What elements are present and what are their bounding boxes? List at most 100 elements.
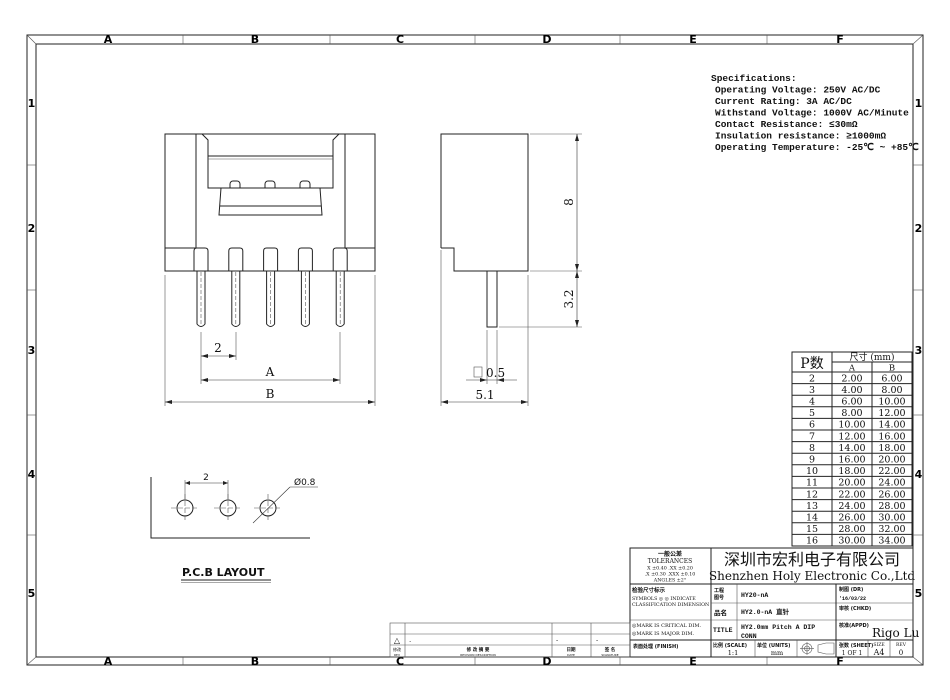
row-label-left: 5 — [28, 587, 36, 600]
scale-value: 1:1 — [728, 649, 738, 657]
spec-line: Withstand Voltage: 1000V AC/Minute — [715, 108, 909, 119]
part-name: HY2.0-nA 直针 — [741, 607, 790, 616]
critical-mark-note: ◎MARK IS CRITICAL DIM. — [632, 623, 701, 629]
table-cell: 18.00 — [838, 466, 865, 477]
table-cell: 6.00 — [841, 397, 862, 408]
drawn-date: '16/03/22 — [839, 596, 866, 602]
side-view: 8 3.2 0.5 5.1 — [440, 133, 582, 406]
table-cell: 12.00 — [838, 431, 865, 442]
table-cell: 8.00 — [841, 408, 862, 419]
specs-title: Specifications: — [711, 73, 797, 84]
table-cell: 13 — [806, 501, 818, 512]
height-dimension: 8 — [562, 198, 576, 206]
pitch-dimension: 2 — [214, 341, 222, 355]
table-cell: 11 — [806, 478, 818, 489]
column-label-top: D — [542, 33, 551, 46]
pin-shoulder — [297, 247, 313, 271]
row-label-right: 5 — [915, 587, 923, 600]
row-label-right: 3 — [915, 344, 923, 357]
row-label-right: 2 — [915, 222, 923, 235]
pin-lead — [196, 271, 206, 327]
part-no-label: 工程 — [714, 587, 724, 594]
pin-lead — [231, 271, 241, 327]
rev-column-en: REV — [394, 653, 401, 657]
row-label-left: 4 — [28, 468, 36, 481]
table-header-b: B — [889, 364, 895, 374]
column-label-top: B — [251, 33, 259, 46]
title-block: 一般公差 TOLERANCES X ±0.40 .XX ±0.20 .X ±0.… — [629, 547, 920, 658]
part-number: HY20-nA — [741, 592, 768, 599]
pin-lead — [300, 271, 310, 327]
title-label: TITLE — [713, 627, 733, 634]
title-line-2: CONN — [741, 633, 757, 640]
column-label-bottom: C — [396, 655, 404, 668]
table-cell: 28.00 — [838, 524, 865, 535]
table-header-p: P数 — [800, 356, 823, 372]
pin-shoulder — [263, 247, 279, 271]
table-cell: 16.00 — [838, 455, 865, 466]
units-value: mm — [771, 649, 783, 657]
major-mark-note: ◎MARK IS MAJOR DIM. — [632, 631, 694, 637]
revision-triangle-icon: △ — [394, 636, 401, 645]
column-label-top: E — [689, 33, 697, 46]
date-column-en: DATE — [567, 653, 575, 657]
table-cell: 7 — [809, 431, 815, 442]
rev-column-cn: 修改 — [393, 646, 401, 652]
revision-date: - — [556, 637, 558, 644]
size-label: SIZE — [873, 642, 884, 648]
table-cell: 2.00 — [841, 373, 862, 384]
size-value: A4 — [873, 648, 885, 657]
column-label-bottom: B — [251, 655, 259, 668]
title-line-1: HY2.0mm Pitch A DIP — [741, 624, 815, 631]
rev-label: REV — [896, 642, 907, 648]
table-cell: 3 — [809, 385, 815, 396]
table-cell: 10.00 — [878, 397, 905, 408]
row-label-right: 4 — [915, 468, 923, 481]
spec-line: Insulation resistance: ≥1000mΩ — [715, 131, 886, 142]
name-label: 品名 — [714, 608, 727, 617]
column-label-bottom: A — [104, 655, 113, 668]
pin-shoulder — [193, 247, 209, 271]
column-label-top: C — [396, 33, 404, 46]
table-cell: 34.00 — [878, 536, 905, 547]
pin-shoulder — [332, 247, 348, 271]
desc-column-cn: 修 改 摘 要 — [466, 646, 490, 653]
desc-column-en: REVISION DESCRIPTION — [460, 653, 496, 657]
date-column-cn: 日期 — [567, 646, 576, 653]
row-label-left: 2 — [28, 222, 36, 235]
dimension-b-label: B — [266, 387, 275, 401]
finish-label: 表面处理 (FINISH) — [632, 643, 678, 650]
revision-signature: - — [596, 637, 598, 644]
row-label-left: 3 — [28, 344, 36, 357]
pcb-pitch-dimension: 2 — [203, 473, 209, 483]
sheet-value: 1 OF 1 — [842, 650, 863, 657]
table-cell: 10 — [806, 466, 818, 477]
tolerances-label: TOLERANCES — [648, 558, 692, 565]
column-label-bottom: F — [836, 655, 844, 668]
dimension-a-label: A — [265, 365, 275, 379]
table-cell: 32.00 — [878, 524, 905, 535]
table-cell: 30.00 — [878, 513, 905, 524]
pin-lead — [266, 271, 276, 327]
table-cell: 14 — [806, 513, 818, 524]
square-pin-icon — [473, 366, 483, 378]
sign-column-en: SIGNATURE — [601, 653, 618, 657]
drawn-by-label: 制图 (DR) — [839, 586, 863, 593]
approver-name: Rigo Lu — [872, 626, 920, 640]
pin-lead — [335, 271, 345, 327]
table-cell: 14.00 — [838, 443, 865, 454]
table-cell: 24.00 — [838, 501, 865, 512]
table-cell: 5 — [809, 408, 815, 419]
table-cell: 10.00 — [838, 420, 865, 431]
column-label-bottom: D — [542, 655, 551, 668]
company-name-cn: 深圳市宏利电子有限公司 — [724, 550, 900, 569]
table-cell: 26.00 — [838, 513, 865, 524]
inspection-symbols-cn: 检验尺寸标示 — [632, 586, 666, 594]
sign-column-cn: 签 名 — [604, 646, 616, 653]
table-cell: 20.00 — [878, 455, 905, 466]
table-header-a: A — [848, 364, 856, 374]
table-cell: 2 — [809, 373, 815, 384]
table-cell: 28.00 — [878, 501, 905, 512]
